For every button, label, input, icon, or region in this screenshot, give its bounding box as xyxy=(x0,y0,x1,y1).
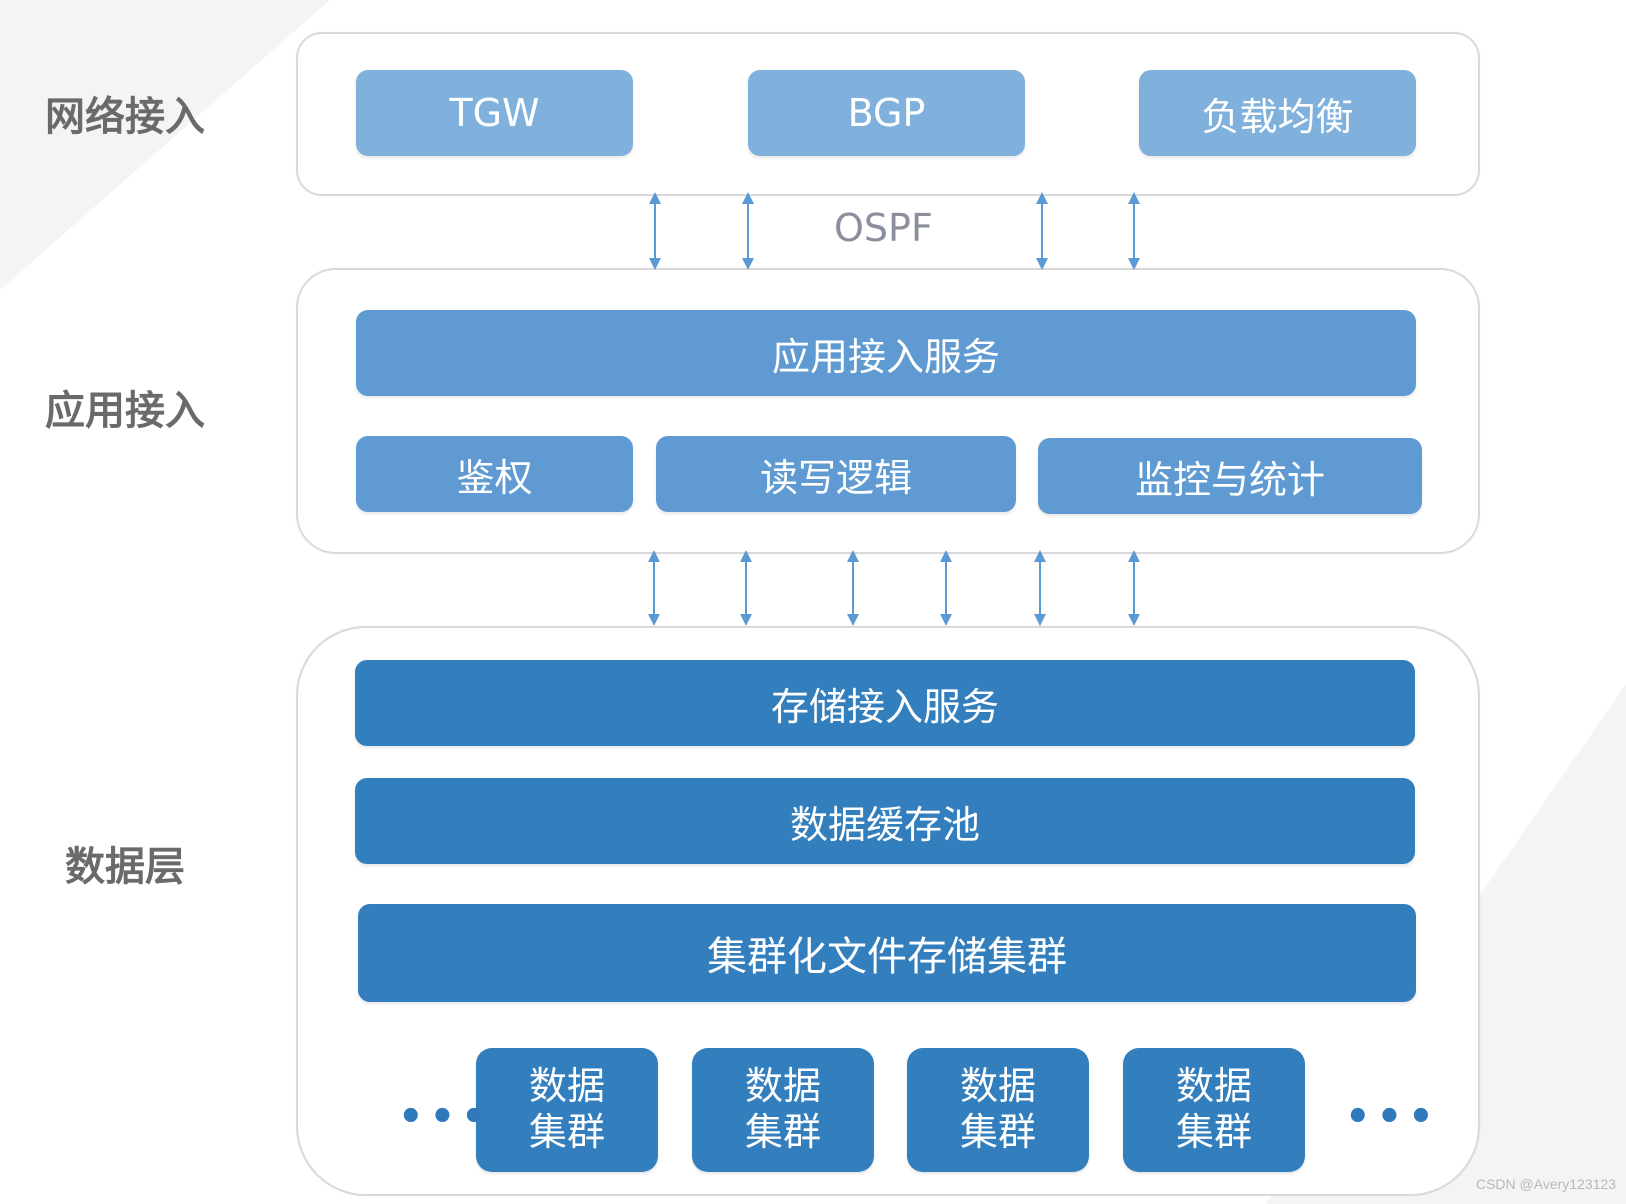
load-balancer-box: 负载均衡 xyxy=(1139,70,1416,156)
file-storage-cluster-box: 集群化文件存储集群 xyxy=(358,904,1416,1002)
read-write-logic-box: 读写逻辑 xyxy=(656,436,1016,512)
data-cluster-box: 数据集群 xyxy=(476,1048,658,1172)
data-cluster-line1: 数据 xyxy=(1175,1064,1252,1109)
bgp-box: BGP xyxy=(748,70,1025,156)
data-cluster-line1: 数据 xyxy=(959,1064,1036,1109)
data-cluster-line1: 数据 xyxy=(528,1064,605,1109)
auth-box: 鉴权 xyxy=(356,436,633,512)
layer-label-app: 应用接入 xyxy=(45,388,205,434)
app-data-arrows xyxy=(648,550,1140,626)
layer-label-data: 数据层 xyxy=(65,844,185,890)
data-cluster-line2: 集群 xyxy=(744,1110,821,1154)
data-cluster-line2: 集群 xyxy=(1175,1110,1252,1154)
data-cluster-line1: 数据 xyxy=(744,1064,821,1109)
tgw-box: TGW xyxy=(356,70,633,156)
app-access-service-box: 应用接入服务 xyxy=(356,310,1416,396)
monitor-stats-box: 监控与统计 xyxy=(1038,438,1422,514)
data-cluster-line2: 集群 xyxy=(528,1110,605,1154)
data-cluster-box: 数据集群 xyxy=(907,1048,1089,1172)
layer-label-network: 网络接入 xyxy=(45,94,205,140)
storage-access-service-box: 存储接入服务 xyxy=(355,660,1415,746)
data-cluster-box: 数据集群 xyxy=(1123,1048,1305,1172)
data-cluster-line2: 集群 xyxy=(959,1110,1036,1154)
watermark: CSDN @Avery123123 xyxy=(1475,1176,1616,1192)
ellipsis-left: ••• xyxy=(398,1094,493,1140)
data-cluster-box: 数据集群 xyxy=(692,1048,874,1172)
ospf-arrows xyxy=(649,192,1140,270)
ellipsis-right: ••• xyxy=(1345,1094,1440,1140)
ospf-label: OSPF xyxy=(834,206,933,250)
data-cache-pool-box: 数据缓存池 xyxy=(355,778,1415,864)
